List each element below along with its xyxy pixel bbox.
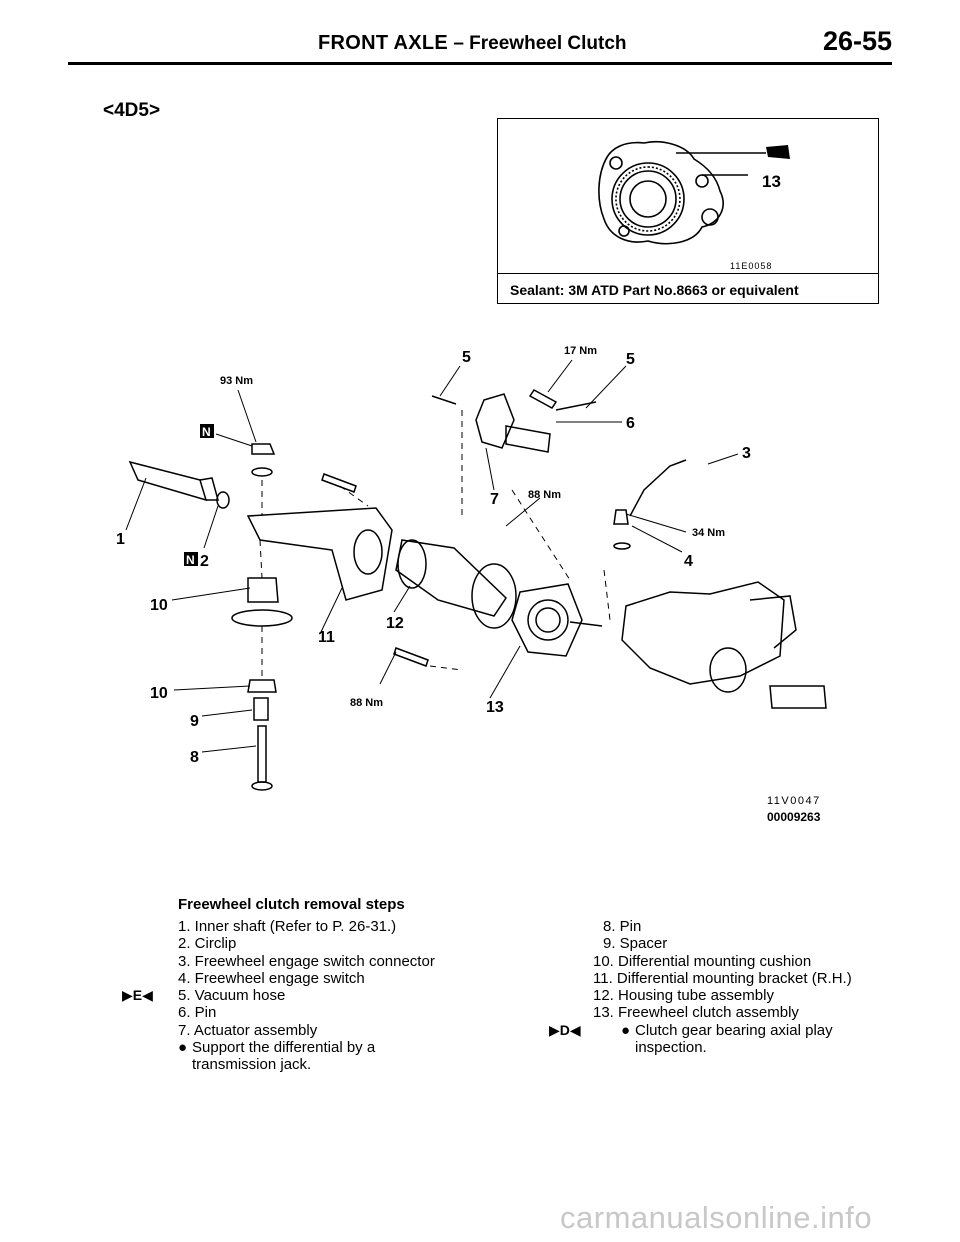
callout-2: 2 <box>200 553 209 570</box>
divider <box>498 273 878 274</box>
callout-13: 13 <box>762 172 781 191</box>
switch-washer <box>613 542 631 550</box>
washer-drawing <box>251 467 273 477</box>
torque-34: 34 Nm <box>692 527 725 539</box>
differential-drawing <box>621 581 785 685</box>
badge-label: N <box>186 553 195 567</box>
bolt-17nm-drawing <box>528 389 558 409</box>
step-item: 12. Housing tube assembly <box>593 987 774 1005</box>
callout-10a: 10 <box>150 597 168 614</box>
step-item: 7. Actuator assembly <box>178 1021 318 1039</box>
steps-right-column: 8. Pin 9. Spacer 10. Differential mounti… <box>549 918 923 1057</box>
circlip-drawing <box>216 491 230 509</box>
callout-5a: 5 <box>462 349 471 366</box>
bullet-icon: ● <box>178 1039 188 1057</box>
torque-88-upper: 88 Nm <box>528 489 561 501</box>
callout-6: 6 <box>626 415 635 432</box>
title-sub: Freewheel Clutch <box>469 33 627 54</box>
callout-10b: 10 <box>150 685 168 702</box>
bolt-hole <box>618 225 630 237</box>
steps-title: Freewheel clutch removal steps <box>178 896 405 913</box>
step-item: 8. Pin <box>603 918 642 935</box>
housing-flange-outline <box>598 141 724 245</box>
torque-93: 93 Nm <box>220 375 253 387</box>
bracket-drawing <box>246 507 393 601</box>
callout-9: 9 <box>190 713 199 730</box>
new-part-badge: N <box>200 424 214 439</box>
exploded-diagram: 1 2 3 4 5 5 6 7 8 9 10 10 11 12 13 93 Nm… <box>116 345 827 791</box>
step-item: 4. Freewheel engage switch <box>178 969 365 987</box>
bolt-hole <box>609 156 623 170</box>
inner-shaft-drawing <box>128 460 208 502</box>
new-part-badge: N <box>184 552 198 567</box>
figure-code: 11V0047 <box>767 795 821 807</box>
torque-17: 17 Nm <box>564 345 597 357</box>
step-item: 3. Freewheel engage switch connector <box>178 952 435 970</box>
callout-8: 8 <box>190 749 199 766</box>
step-item: 9. Spacer <box>603 935 668 953</box>
bolt-hole <box>701 208 719 226</box>
step-bullet: ●Support the differential by a <box>178 1039 376 1057</box>
cushion-upper-drawing <box>247 577 279 603</box>
page-title: FRONT AXLE – Freewheel Clutch <box>318 32 627 55</box>
freewheel-clutch-drawing <box>511 583 583 657</box>
step-bullet-cont: transmission jack. <box>192 1056 312 1074</box>
callout-11: 11 <box>318 629 335 646</box>
sealant-spec: Sealant: 3M ATD Part No.8663 or equivale… <box>510 282 799 298</box>
cushion-lower-drawing <box>247 679 277 693</box>
tube-bolt-drawing <box>393 647 429 667</box>
actuator-drawing <box>475 393 515 449</box>
pin-8-drawing <box>257 725 267 783</box>
switch-connector-drawing <box>629 459 687 517</box>
page-number: 26-55 <box>822 26 892 56</box>
variant-label: <4D5> <box>103 100 161 121</box>
callout-13: 13 <box>486 699 504 716</box>
step-item: 11. Differential mounting bracket (R.H.) <box>593 969 852 987</box>
service-marker-e: ▶E◀ <box>122 987 153 1004</box>
torque-88-lower: 88 Nm <box>350 697 383 709</box>
step-item: 1. Inner shaft (Refer to P. 26-31.) <box>178 918 397 935</box>
step-item: 13. Freewheel clutch assembly <box>593 1004 799 1022</box>
steps-left-column: 1. Inner shaft (Refer to P. 26-31.) 2. C… <box>122 918 508 1074</box>
bolt-hole <box>695 174 709 188</box>
step-item: 6. Pin <box>178 1004 217 1022</box>
step-item: 10. Differential mounting cushion <box>593 952 812 970</box>
sealant-illustration: 13 11E0058 <box>598 141 790 271</box>
housing-tube-drawing <box>395 539 507 617</box>
title-dash: – <box>453 33 464 54</box>
page-header: FRONT AXLE – Freewheel Clutch 26-55 <box>68 26 892 65</box>
callout-4: 4 <box>684 553 693 570</box>
vacuum-hose-a <box>431 395 457 405</box>
bearing-bore <box>629 180 667 218</box>
step-item: 2. Circlip <box>178 935 237 953</box>
title-main: FRONT AXLE <box>318 32 449 54</box>
gear-teeth <box>615 166 681 232</box>
sealant-box: 13 11E0058 Sealant: 3M ATD Part No.8663 … <box>497 118 879 304</box>
callout-3: 3 <box>742 445 751 462</box>
callout-12: 12 <box>386 615 404 632</box>
callout-5b: 5 <box>626 351 635 368</box>
step-bullet-cont: inspection. <box>635 1039 707 1057</box>
vacuum-hose-b <box>555 401 597 411</box>
watermark: carmanualsonline.info <box>560 1200 873 1235</box>
bracket-bolt-drawing <box>321 473 357 493</box>
spacer-drawing <box>253 697 269 721</box>
callout-1: 1 <box>116 531 125 548</box>
step-item-with-marker: ▶E◀ 5. Vacuum hose <box>122 987 286 1005</box>
bearing-inner-ring <box>619 170 677 228</box>
badge-label: N <box>202 425 211 439</box>
image-code: 11E0058 <box>730 261 772 271</box>
service-marker-d: ▶D◀ <box>549 1021 581 1038</box>
sealant-tube-icon <box>766 145 790 159</box>
figure-number: 00009263 <box>767 810 821 824</box>
nut-drawing <box>251 443 276 455</box>
bullet-icon: ● <box>621 1021 631 1039</box>
bearing-outer-ring <box>611 162 685 236</box>
callout-7: 7 <box>490 491 499 508</box>
step-bullet-with-marker: ▶D◀ ●Clutch gear bearing axial play <box>549 1021 833 1039</box>
